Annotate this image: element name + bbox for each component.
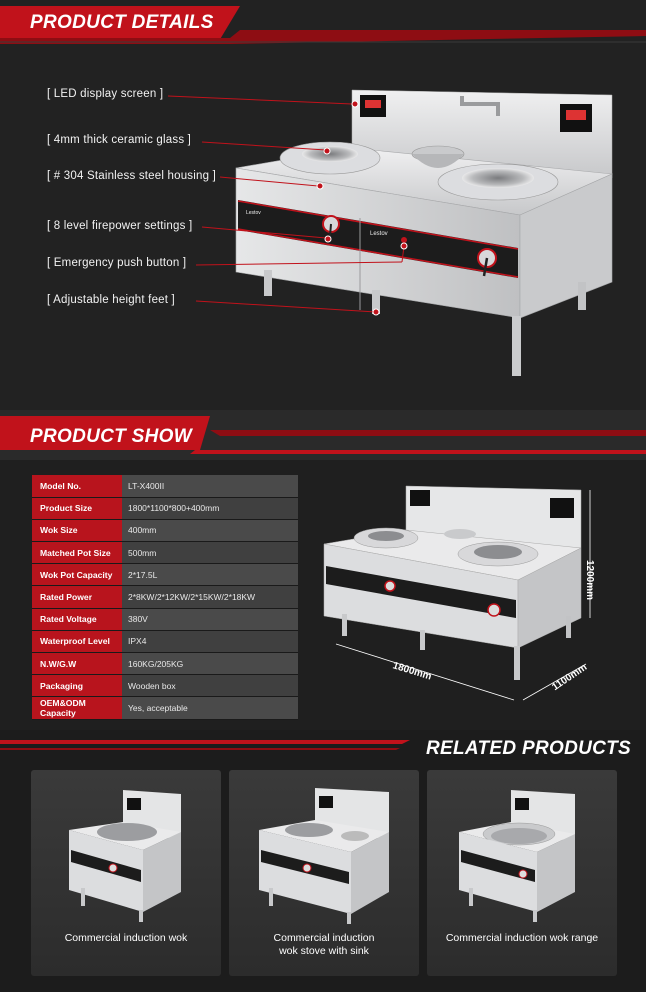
show-banner-bg — [0, 410, 646, 460]
spec-value: 400mm — [122, 519, 298, 543]
dim-height-label: 1200mm — [584, 560, 595, 601]
related-products-title: RELATED PRODUCTS — [426, 738, 632, 759]
product-image-dimensions — [323, 485, 591, 701]
product-details-section: PRODUCT DETAILS — [0, 0, 646, 410]
spec-value: 380V — [122, 608, 298, 631]
callout-led-display: [ LED display screen ] — [47, 88, 164, 100]
related-caption-3: Commercial induction wok range — [445, 932, 599, 944]
product-show-title: PRODUCT SHOW — [30, 426, 192, 447]
related-caption-2: Commercial induction wok stove with sink — [273, 932, 375, 957]
spec-key: OEM&ODM Capacity — [32, 696, 122, 720]
callout-ceramic-glass: [ 4mm thick ceramic glass ] — [47, 134, 192, 146]
callout-emergency-button: [ Emergency push button ] — [47, 257, 187, 269]
spec-key: Rated Voltage — [32, 608, 122, 631]
related-image-induction-wok — [69, 790, 181, 922]
banner-stripes — [0, 30, 646, 44]
spec-key: Waterproof Level — [32, 630, 122, 654]
related-image-wok-range — [459, 790, 575, 922]
related-card-wok-range[interactable]: Commercial induction wok range — [427, 770, 617, 976]
spec-value: 2*17.5L — [122, 563, 298, 587]
spec-value: IPX4 — [122, 630, 298, 654]
brand-mark-2: Lestov — [370, 231, 388, 237]
related-card-wok-with-sink[interactable]: Commercial induction wok stove with sink — [229, 770, 419, 976]
related-banner-bg — [0, 740, 410, 750]
spec-key: Product Size — [32, 497, 122, 520]
product-show-banner: PRODUCT SHOW — [0, 420, 646, 456]
product-details-banner: PRODUCT DETAILS — [0, 6, 646, 42]
spec-key: Rated Power — [32, 585, 122, 609]
brand-mark-1: Lestov — [246, 210, 261, 216]
callout-stainless-housing: [ # 304 Stainless steel housing ] — [47, 170, 216, 182]
related-products-section: RELATED PRODUCTS Commercial induction wo… — [0, 730, 646, 992]
related-image-wok-with-sink — [259, 788, 389, 924]
product-image-main: Lestov Lestov — [167, 89, 614, 376]
callout-adjustable-feet: [ Adjustable height feet ] — [47, 294, 175, 306]
spec-value: 160KG/205KG — [122, 652, 298, 676]
spec-value: Yes, acceptable — [122, 696, 298, 720]
spec-key: Wok Size — [32, 519, 122, 543]
spec-value: LT-X400II — [122, 475, 298, 498]
spec-value: 500mm — [122, 541, 298, 565]
spec-value: 1800*1100*800+400mm — [122, 497, 298, 520]
spec-value: 2*8KW/2*12KW/2*15KW/2*18KW — [122, 585, 298, 609]
spec-key: Matched Pot Size — [32, 541, 122, 565]
banner-red-bar — [0, 6, 240, 38]
related-caption-1: Commercial induction wok — [64, 932, 188, 944]
spec-row: Model No.LT-X400II — [32, 475, 298, 498]
spec-key: Packaging — [32, 674, 122, 698]
product-details-title: PRODUCT DETAILS — [30, 12, 214, 33]
related-card-induction-wok[interactable]: Commercial induction wok — [31, 770, 221, 976]
spec-key: N.W/G.W — [32, 652, 122, 676]
spec-value: Wooden box — [122, 674, 298, 698]
callout-firepower-settings: [ 8 level firepower settings ] — [47, 220, 193, 232]
spec-key: Wok Pot Capacity — [32, 563, 122, 587]
spec-key: Model No. — [32, 475, 122, 498]
related-products-banner: RELATED PRODUCTS — [0, 732, 646, 768]
